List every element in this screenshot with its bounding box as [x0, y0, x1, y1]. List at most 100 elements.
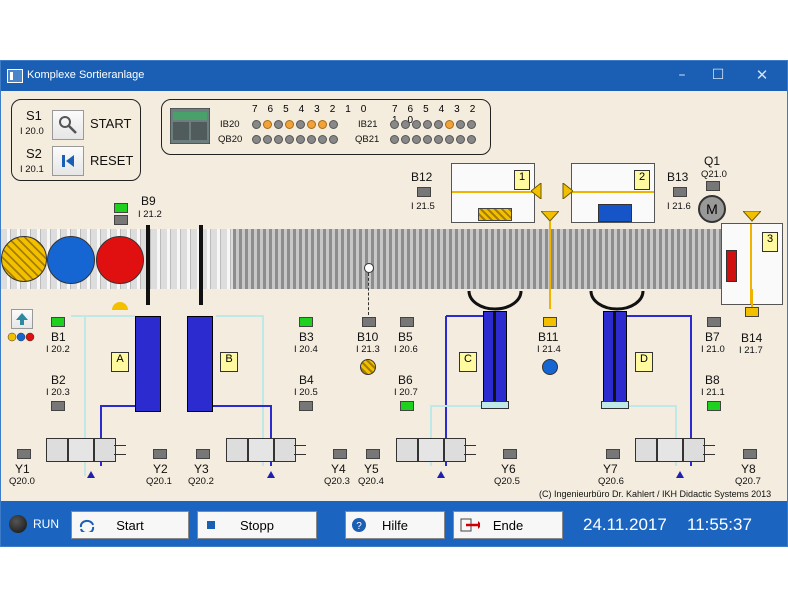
close-icon[interactable]: ✕ [755, 66, 769, 84]
b3-address: I 20.4 [294, 344, 318, 355]
y1-address: Q20.0 [9, 476, 35, 487]
qb21-leds [390, 135, 476, 144]
valve-y5-y6 [396, 436, 476, 462]
air-supply-3-icon [437, 471, 445, 478]
control-panel: S1 I 20.0 START S2 I 20.1 RESET [11, 99, 141, 181]
qb20-label: QB20 [218, 134, 243, 145]
y3-indicator [196, 449, 210, 459]
minimize-icon[interactable]: – [678, 67, 686, 83]
station-3-label: 3 [762, 232, 778, 252]
b11-sensor [543, 317, 557, 327]
y2-label: Y2 [153, 462, 168, 476]
y6-address: Q20.5 [494, 476, 520, 487]
ib20-bit-numbers: 7 6 5 4 3 2 1 0 [252, 104, 370, 115]
y6-label: Y6 [501, 462, 516, 476]
bottom-toolbar: RUN Start Stopp ? Hilfe Ende 24.11.2017 … [1, 501, 787, 546]
motor-address: Q21.0 [701, 169, 727, 180]
y4-address: Q20.3 [324, 476, 350, 487]
station-3-material-icon [726, 250, 737, 282]
y7-address: Q20.6 [598, 476, 624, 487]
start-button-label: Start [116, 518, 144, 533]
run-indicator-icon [9, 515, 27, 533]
y2-address: Q20.1 [146, 476, 172, 487]
cylinder-a-label: A [111, 352, 129, 372]
ib20-label: IB20 [220, 119, 240, 130]
plc-icon [170, 108, 210, 144]
reset-button[interactable] [52, 146, 84, 176]
cylinder-b-rod [199, 225, 203, 305]
b13-address: I 21.6 [667, 201, 691, 212]
s1-label: S1 [26, 108, 42, 123]
s1-address: I 20.0 [20, 126, 44, 137]
b5-sensor [400, 317, 414, 327]
b11-address: I 21.4 [537, 344, 561, 355]
key-icon [59, 116, 77, 134]
station-3-sensor-icon [743, 211, 761, 222]
y2-indicator [153, 449, 167, 459]
conveyor-belt [233, 229, 721, 289]
y5-address: Q20.4 [358, 476, 384, 487]
b6-address: I 20.7 [394, 387, 418, 398]
y8-label: Y8 [741, 462, 756, 476]
window-title: Komplexe Sortieranlage [27, 69, 145, 81]
pusher-d-icon [589, 290, 645, 311]
b4-label: B4 [299, 373, 314, 387]
b1-sensor [51, 317, 65, 327]
air-supply-4-icon [676, 471, 684, 478]
cylinder-c [483, 311, 507, 405]
stop-icon [207, 521, 215, 529]
ib20-leds [252, 120, 338, 129]
y7-label: Y7 [603, 462, 618, 476]
b10-label: B10 [357, 330, 379, 344]
station-1-sensor-icon [531, 183, 542, 199]
b4-sensor [299, 401, 313, 411]
cylinder-d-label: D [635, 352, 653, 372]
b14-sensor [745, 307, 759, 317]
end-button[interactable]: Ende [453, 511, 563, 539]
b8-sensor [707, 401, 721, 411]
cylinder-b [187, 316, 213, 412]
app-icon [7, 69, 23, 83]
b9-indicator [114, 203, 128, 213]
y1-label: Y1 [15, 462, 30, 476]
up-arrow-button[interactable] [11, 309, 33, 329]
b2-sensor [51, 401, 65, 411]
b13-label: B13 [667, 170, 689, 184]
b10-light [364, 263, 374, 273]
simulation-canvas: S1 I 20.0 START S2 I 20.1 RESET 7 6 5 4 … [1, 91, 787, 501]
station-2-material-icon [598, 204, 632, 222]
b4-address: I 20.5 [294, 387, 318, 398]
b12-sensor [417, 187, 431, 197]
time-display: 11:55:37 [687, 515, 752, 534]
b3-label: B3 [299, 330, 314, 344]
b11-workpiece-indicator [542, 359, 558, 375]
ib21-leds [390, 120, 476, 129]
title-bar: Komplexe Sortieranlage – ☐ ✕ [1, 61, 787, 91]
svg-text:?: ? [356, 521, 362, 532]
y5-label: Y5 [364, 462, 379, 476]
b8-address: I 21.1 [701, 387, 725, 398]
valve-y7-y8 [635, 436, 715, 462]
station-1: 1 [451, 163, 535, 223]
station-1-material-icon [478, 208, 512, 221]
stop-button-label: Stopp [240, 518, 274, 533]
b10-workpiece-indicator [360, 359, 376, 375]
valve-y3-y4 [226, 436, 306, 462]
start-key-button[interactable] [52, 110, 84, 140]
b5-label: B5 [398, 330, 413, 344]
s2-label: S2 [26, 146, 42, 161]
help-icon: ? [352, 518, 366, 532]
maximize-icon[interactable]: ☐ [711, 67, 725, 83]
motor-output-indicator [706, 181, 720, 191]
b14-address: I 21.7 [739, 345, 763, 356]
start-button[interactable]: Start [71, 511, 189, 539]
stop-button[interactable]: Stopp [197, 511, 317, 539]
b9-address: I 21.2 [138, 209, 162, 220]
workpiece-colors-icon [7, 332, 35, 342]
date-display: 24.11.2017 [583, 515, 667, 534]
b10-sensor [362, 317, 376, 327]
y7-indicator [606, 449, 620, 459]
help-button[interactable]: ? Hilfe [345, 511, 445, 539]
b1-label: B1 [51, 330, 66, 344]
b8-label: B8 [705, 373, 720, 387]
